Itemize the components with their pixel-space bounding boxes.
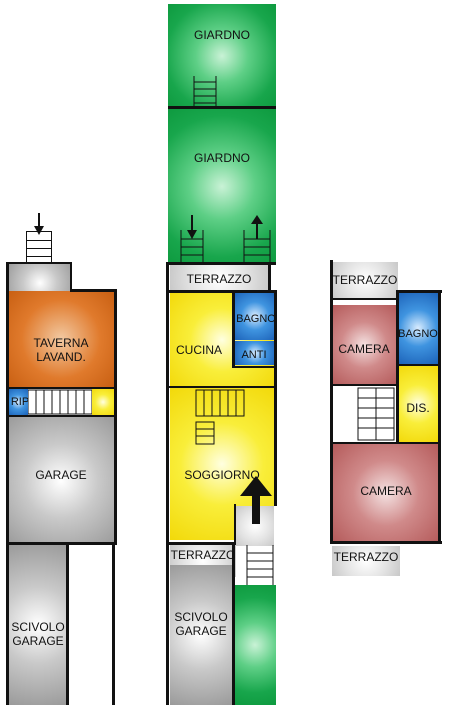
room-small-yellow [92,389,114,415]
room-bagno-right [398,292,438,364]
room-rip [8,389,28,415]
label-giardino-mid: GIARDNO [193,151,250,165]
arrow-up-icon [251,215,263,244]
wall [332,442,440,444]
garden-top [168,4,276,108]
room-bagno-mid [235,292,275,340]
label-bagno-mid: BAGNO [236,313,276,325]
stair-interior [194,388,246,446]
stair-entrance-left [26,231,52,263]
label-dis: DIS. [406,401,430,415]
wall [330,541,442,544]
wall [234,504,236,544]
wall [6,262,72,264]
room-anti [235,341,275,365]
wall [398,364,440,366]
room-terrazzo-mid-top [170,265,268,292]
arrow-up-icon [240,476,272,529]
wall [168,386,274,388]
label-scivolo-mid-1: SCIVOLO [174,610,228,624]
label-bagno-right: BAGNO [398,328,438,340]
wall [114,289,117,544]
room-camera-top [332,305,396,385]
room-camera-bottom [332,444,440,542]
arrow-down-icon [34,213,44,240]
label-terrazzo-right-bottom: TERRAZZO [333,550,399,564]
room-terrazzo-right-bottom [332,546,400,576]
stair-garden-top [193,76,217,106]
label-terrazzo-right-top: TERRAZZO [332,273,398,287]
wall [438,290,441,544]
wall [112,542,115,705]
room-garage [8,417,114,545]
room-terrazzo-right-top [332,262,398,298]
label-scivolo-mid-2: GARAGE [175,624,227,638]
wall [232,366,276,368]
wall [6,262,9,705]
wall [268,262,271,292]
label-camera-bottom: CAMERA [360,484,412,498]
label-scivolo-left-2: GARAGE [12,634,64,648]
wall [8,387,114,389]
wall [274,290,277,506]
wall [332,384,398,386]
wall [6,542,117,545]
stair-left [27,389,93,415]
label-terrazzo-mid-top: TERRAZZO [186,272,252,286]
label-garage: GARAGE [35,468,87,482]
label-soggiorno: SOGGIORNO [184,468,260,482]
label-camera-top: CAMERA [338,342,390,356]
garden-bottom [234,585,276,705]
label-giardino-top: GIARDNO [193,28,250,42]
stair-garden-right [243,230,271,264]
label-cucina: CUCINA [175,343,222,357]
wall [396,290,442,293]
wall [168,542,236,545]
label-scivolo-left-1: SCIVOLO [11,620,65,634]
wall [66,542,69,705]
wall [166,262,169,705]
label-anti: ANTI [241,349,267,361]
wall [396,290,399,442]
stair-right [356,386,396,442]
arrow-down-icon [187,215,197,244]
wall [166,262,276,265]
wall [232,292,235,368]
ramp-garage-left [8,545,68,705]
label-taverna-2: LAVAND. [36,350,86,364]
label-rip: RIP [10,396,30,408]
wall [168,106,276,109]
room-taverna [8,291,114,387]
label-terrazzo-mid-bottom: TERRAZZO [170,548,236,562]
wall [330,260,333,544]
wall [168,290,276,293]
wall [70,289,116,292]
label-taverna-1: TAVERNA [33,336,89,350]
wall [232,542,235,705]
wall [70,262,72,290]
ramp-garage-mid [170,565,232,705]
wall [8,415,114,417]
room-disimpegno [398,366,438,442]
wall [330,298,398,300]
stair-entrance-mid [245,545,275,585]
stair-garden-left [180,230,204,264]
